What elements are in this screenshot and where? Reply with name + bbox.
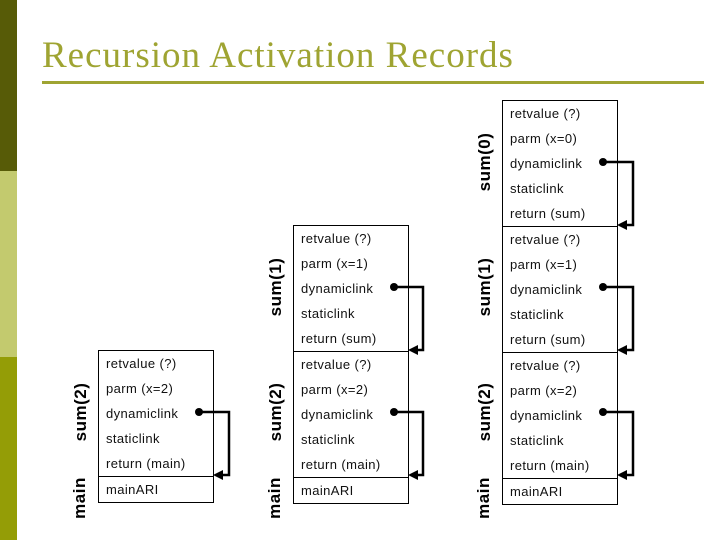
record-row: retvalue (?) xyxy=(301,357,372,372)
activation-record-sum0: retvalue (?) parm (x=0) dynamiclink stat… xyxy=(503,101,617,226)
record-row: retvalue (?) xyxy=(301,231,372,246)
activation-stack-2: retvalue (?) parm (x=1) dynamiclink stat… xyxy=(293,225,409,504)
record-row: return (main) xyxy=(106,456,186,471)
record-row: staticlink xyxy=(301,306,355,321)
record-row: parm (x=2) xyxy=(510,383,578,398)
record-row: retvalue (?) xyxy=(510,232,581,247)
record-row-main-ari: mainARI xyxy=(503,478,617,504)
edge-stripe-bottom xyxy=(0,357,17,540)
record-row: parm (x=2) xyxy=(106,381,174,396)
record-row: retvalue (?) xyxy=(510,106,581,121)
activation-stack-1: retvalue (?) parm (x=2) dynamiclink stat… xyxy=(98,350,214,503)
record-row: retvalue (?) xyxy=(510,358,581,373)
record-row: staticlink xyxy=(301,432,355,447)
frame-label-sum0: sum(0) xyxy=(475,132,494,192)
record-row: staticlink xyxy=(510,433,564,448)
slide-title: Recursion Activation Records xyxy=(42,35,514,76)
frame-label-sum1: sum(1) xyxy=(475,257,494,317)
frame-label-main: main xyxy=(70,477,89,519)
record-row: dynamiclink xyxy=(510,282,583,297)
record-row: staticlink xyxy=(510,307,564,322)
frame-label-sum1: sum(1) xyxy=(266,257,285,317)
record-row: return (sum) xyxy=(510,332,586,347)
record-row: dynamiclink xyxy=(510,156,583,171)
record-row: parm (x=2) xyxy=(301,382,369,397)
activation-stack-3: retvalue (?) parm (x=0) dynamiclink stat… xyxy=(502,100,618,505)
record-row: dynamiclink xyxy=(510,408,583,423)
activation-record-sum1: retvalue (?) parm (x=1) dynamiclink stat… xyxy=(503,226,617,352)
arrowhead-icon xyxy=(617,220,627,230)
title-underline xyxy=(42,81,704,84)
arrowhead-icon xyxy=(213,470,223,480)
frame-label-main: main xyxy=(474,477,493,519)
activation-record-sum2: retvalue (?) parm (x=2) dynamiclink stat… xyxy=(99,351,213,476)
record-row: parm (x=1) xyxy=(301,256,369,271)
activation-record-sum2: retvalue (?) parm (x=2) dynamiclink stat… xyxy=(503,352,617,478)
record-row: return (main) xyxy=(510,458,590,473)
record-row: dynamiclink xyxy=(106,406,179,421)
record-row: retvalue (?) xyxy=(106,356,177,371)
record-row: staticlink xyxy=(510,181,564,196)
activation-record-sum1: retvalue (?) parm (x=1) dynamiclink stat… xyxy=(294,226,408,351)
record-row-main-ari: mainARI xyxy=(99,476,213,502)
activation-record-sum2: retvalue (?) parm (x=2) dynamiclink stat… xyxy=(294,351,408,477)
record-row: staticlink xyxy=(106,431,160,446)
record-row: parm (x=0) xyxy=(510,131,578,146)
record-row-main-ari: mainARI xyxy=(294,477,408,503)
arrowhead-icon xyxy=(617,345,627,355)
record-row: parm (x=1) xyxy=(510,257,578,272)
record-row: return (sum) xyxy=(510,206,586,221)
record-row: return (main) xyxy=(301,457,381,472)
arrowhead-icon xyxy=(408,345,418,355)
record-row: dynamiclink xyxy=(301,407,374,422)
edge-stripe-top xyxy=(0,0,17,171)
record-row: dynamiclink xyxy=(301,281,374,296)
edge-stripe-middle xyxy=(0,171,17,357)
record-row: return (sum) xyxy=(301,331,377,346)
arrowhead-icon xyxy=(408,470,418,480)
frame-label-main: main xyxy=(265,477,284,519)
arrowhead-icon xyxy=(617,470,627,480)
